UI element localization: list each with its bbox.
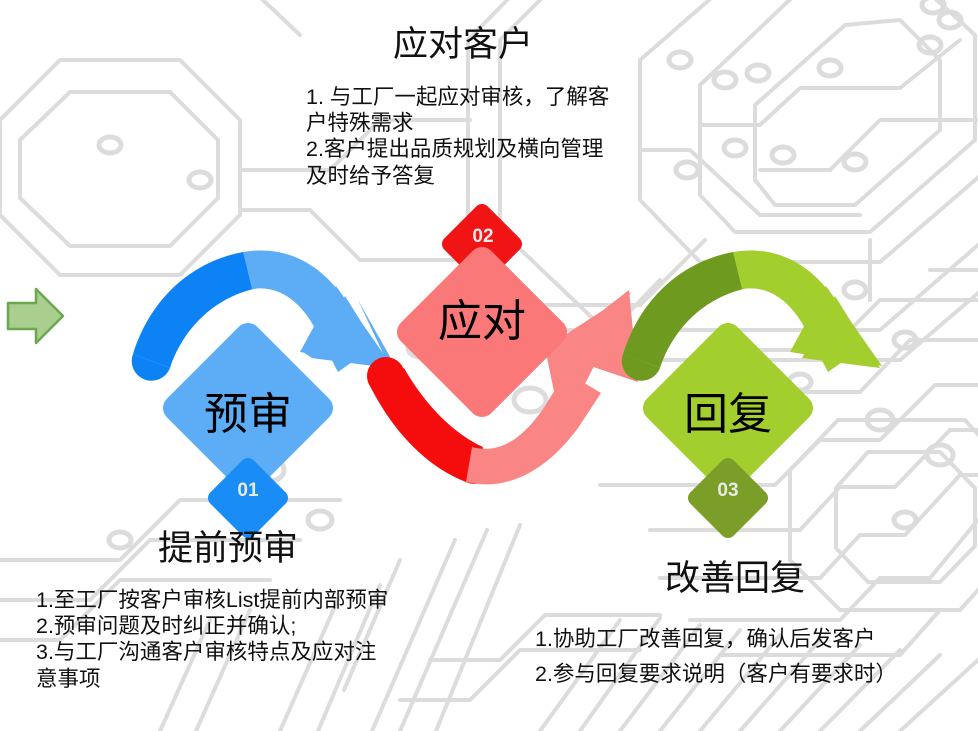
- top-block-line-2: 户特殊需求: [306, 111, 414, 136]
- top-block-line-3: 2.客户提出品质规划及横向管理: [306, 137, 604, 162]
- arrow-green-dark-cap: [621, 354, 660, 381]
- top-block-line-1: 1. 与工厂一起应对审核，了解客: [306, 85, 610, 109]
- bottom-left-line-1: 1.至工厂按客户审核List提前内部预审: [36, 588, 389, 612]
- bottom-right-body: 1.协助工厂改善回复，确认后发客户 2.参与回复要求说明（客户有要求时）: [535, 622, 967, 692]
- arrow-red-head-wedge: [545, 292, 631, 430]
- bottom-left-body: 1.至工厂按客户审核List提前内部预审 2.预审问题及时纠正并确认; 3.与工…: [36, 587, 456, 692]
- arrow-blue-dark-cap: [131, 354, 170, 381]
- diamond-step-02[interactable]: [397, 247, 567, 417]
- arrow-green-dark-stroke: [623, 252, 748, 368]
- top-block-body: 1. 与工厂一起应对审核，了解客 户特殊需求 2.客户提出品质规划及横向管理 及…: [306, 84, 678, 189]
- bottom-left-line-3: 3.与工厂沟通客户审核特点及应对注: [36, 640, 377, 665]
- badge-diamond-03[interactable]: [688, 458, 768, 538]
- badge-number-03: 03: [717, 480, 739, 501]
- bottom-left-line-4: 意事项: [36, 666, 101, 691]
- bottom-right-title: 改善回复: [665, 559, 806, 598]
- diamond-label-02: 应对: [438, 297, 526, 346]
- bottom-left-line-2: 2.预审问题及时纠正并确认;: [36, 614, 297, 639]
- arrow-blue-tip-wedge: [300, 286, 392, 366]
- bottom-right-line-2: 2.参与回复要求说明（客户有要求时）: [535, 661, 897, 686]
- arrow-green: [621, 250, 882, 381]
- arrow-red: [367, 290, 638, 485]
- diamond-label-01: 预审: [204, 390, 292, 439]
- badge-number-01: 01: [237, 480, 259, 501]
- bottom-right-line-1: 1.协助工厂改善回复，确认后发客户: [535, 627, 876, 651]
- arrow-blue: [131, 250, 393, 381]
- badge-diamond-01[interactable]: [208, 458, 288, 538]
- entry-right-arrow-icon: [6, 287, 65, 345]
- bottom-left-title: 提前预审: [158, 529, 299, 568]
- diamond-label-03: 回复: [684, 390, 772, 439]
- arrow-blue-dark-stroke: [133, 252, 258, 368]
- top-block-line-4: 及时给予答复: [306, 163, 436, 188]
- badge-number-02: 02: [472, 226, 494, 247]
- arrow-green-arrowhead: [802, 296, 880, 368]
- top-block-title: 应对客户: [393, 25, 534, 64]
- arrow-red-dark-stroke: [369, 368, 483, 482]
